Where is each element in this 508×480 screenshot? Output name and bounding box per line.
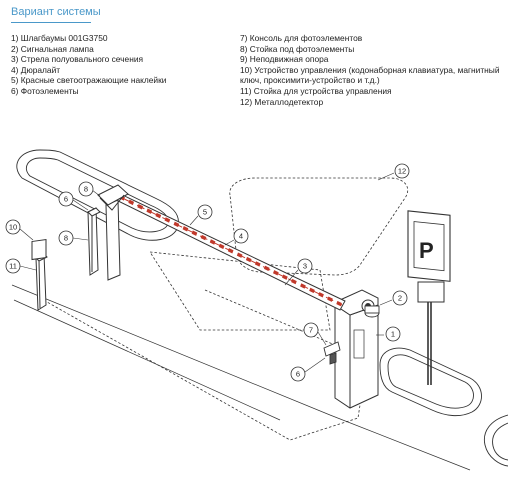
callout-5: 5 — [189, 204, 213, 226]
barrier-boom — [107, 189, 346, 311]
callout-2: 2 — [379, 290, 408, 306]
svg-text:1: 1 — [391, 330, 395, 339]
right-curb-fragment-inner — [492, 422, 508, 461]
callout-12: 12 — [377, 163, 410, 181]
svg-text:8: 8 — [64, 234, 68, 243]
callout-8-top: 8 — [78, 181, 101, 197]
parking-letter: P — [419, 238, 434, 263]
legend-right: 7) Консоль для фотоэлементов 8) Стойка п… — [240, 33, 505, 107]
svg-text:3: 3 — [303, 262, 307, 271]
parking-sign: P — [407, 210, 451, 385]
photocell-post-left — [87, 207, 101, 276]
legend-item-10: 10) Устройство управления (кодонаборная … — [240, 64, 500, 86]
right-island — [379, 347, 482, 417]
callout-1: 1 — [376, 326, 401, 342]
svg-text:7: 7 — [309, 326, 313, 335]
legend-item-3: 3) Стрела полуовального сечения — [11, 54, 144, 65]
control-device-post — [31, 238, 48, 311]
fixed-support — [97, 184, 129, 281]
callout-3: 3 — [284, 258, 313, 286]
legend-item-6: 6) Фотоэлементы — [11, 85, 79, 96]
svg-text:4: 4 — [239, 232, 243, 241]
legend-item-5: 5) Красные светоотражающие наклейки — [11, 75, 167, 86]
callout-7: 7 — [303, 322, 327, 346]
callout-6-left: 6 — [58, 191, 89, 211]
diagram-title: Вариант системы — [11, 6, 101, 18]
signal-lamp — [364, 305, 380, 318]
photocell-console — [323, 341, 341, 365]
svg-text:6: 6 — [296, 370, 300, 379]
legend-left: 1) Шлагбаумы 001G3750 2) Сигнальная ламп… — [11, 33, 231, 97]
svg-text:2: 2 — [398, 294, 402, 303]
legend-item-9: 9) Неподвижная опора — [240, 54, 329, 65]
legend-item-8: 8) Стойка под фотоэлементы — [240, 43, 355, 54]
road-lines — [11, 284, 471, 471]
callout-6-right: 6 — [290, 357, 326, 382]
legend-item-12: 12) Металлодетектор — [240, 96, 324, 107]
callout-11: 11 — [5, 258, 37, 274]
svg-text:8: 8 — [84, 185, 88, 194]
legend-item-1: 1) Шлагбаумы 001G3750 — [11, 33, 108, 43]
legend-item-4: 4) Дюралайт — [11, 64, 61, 75]
legend-item-2: 2) Сигнальная лампа — [11, 43, 94, 54]
legend-item-7: 7) Консоль для фотоэлементов — [240, 33, 363, 43]
svg-text:11: 11 — [9, 262, 17, 271]
svg-text:12: 12 — [398, 167, 406, 176]
callout-8-left: 8 — [58, 230, 89, 246]
title-underline — [11, 22, 91, 23]
svg-text:5: 5 — [203, 208, 207, 217]
callout-10: 10 — [5, 219, 34, 241]
callout-4: 4 — [224, 228, 249, 246]
svg-text:10: 10 — [9, 223, 17, 232]
svg-text:6: 6 — [64, 195, 68, 204]
legend-item-11: 11) Стойка для устройства управления — [240, 85, 392, 96]
right-curb-fragment — [483, 414, 508, 467]
